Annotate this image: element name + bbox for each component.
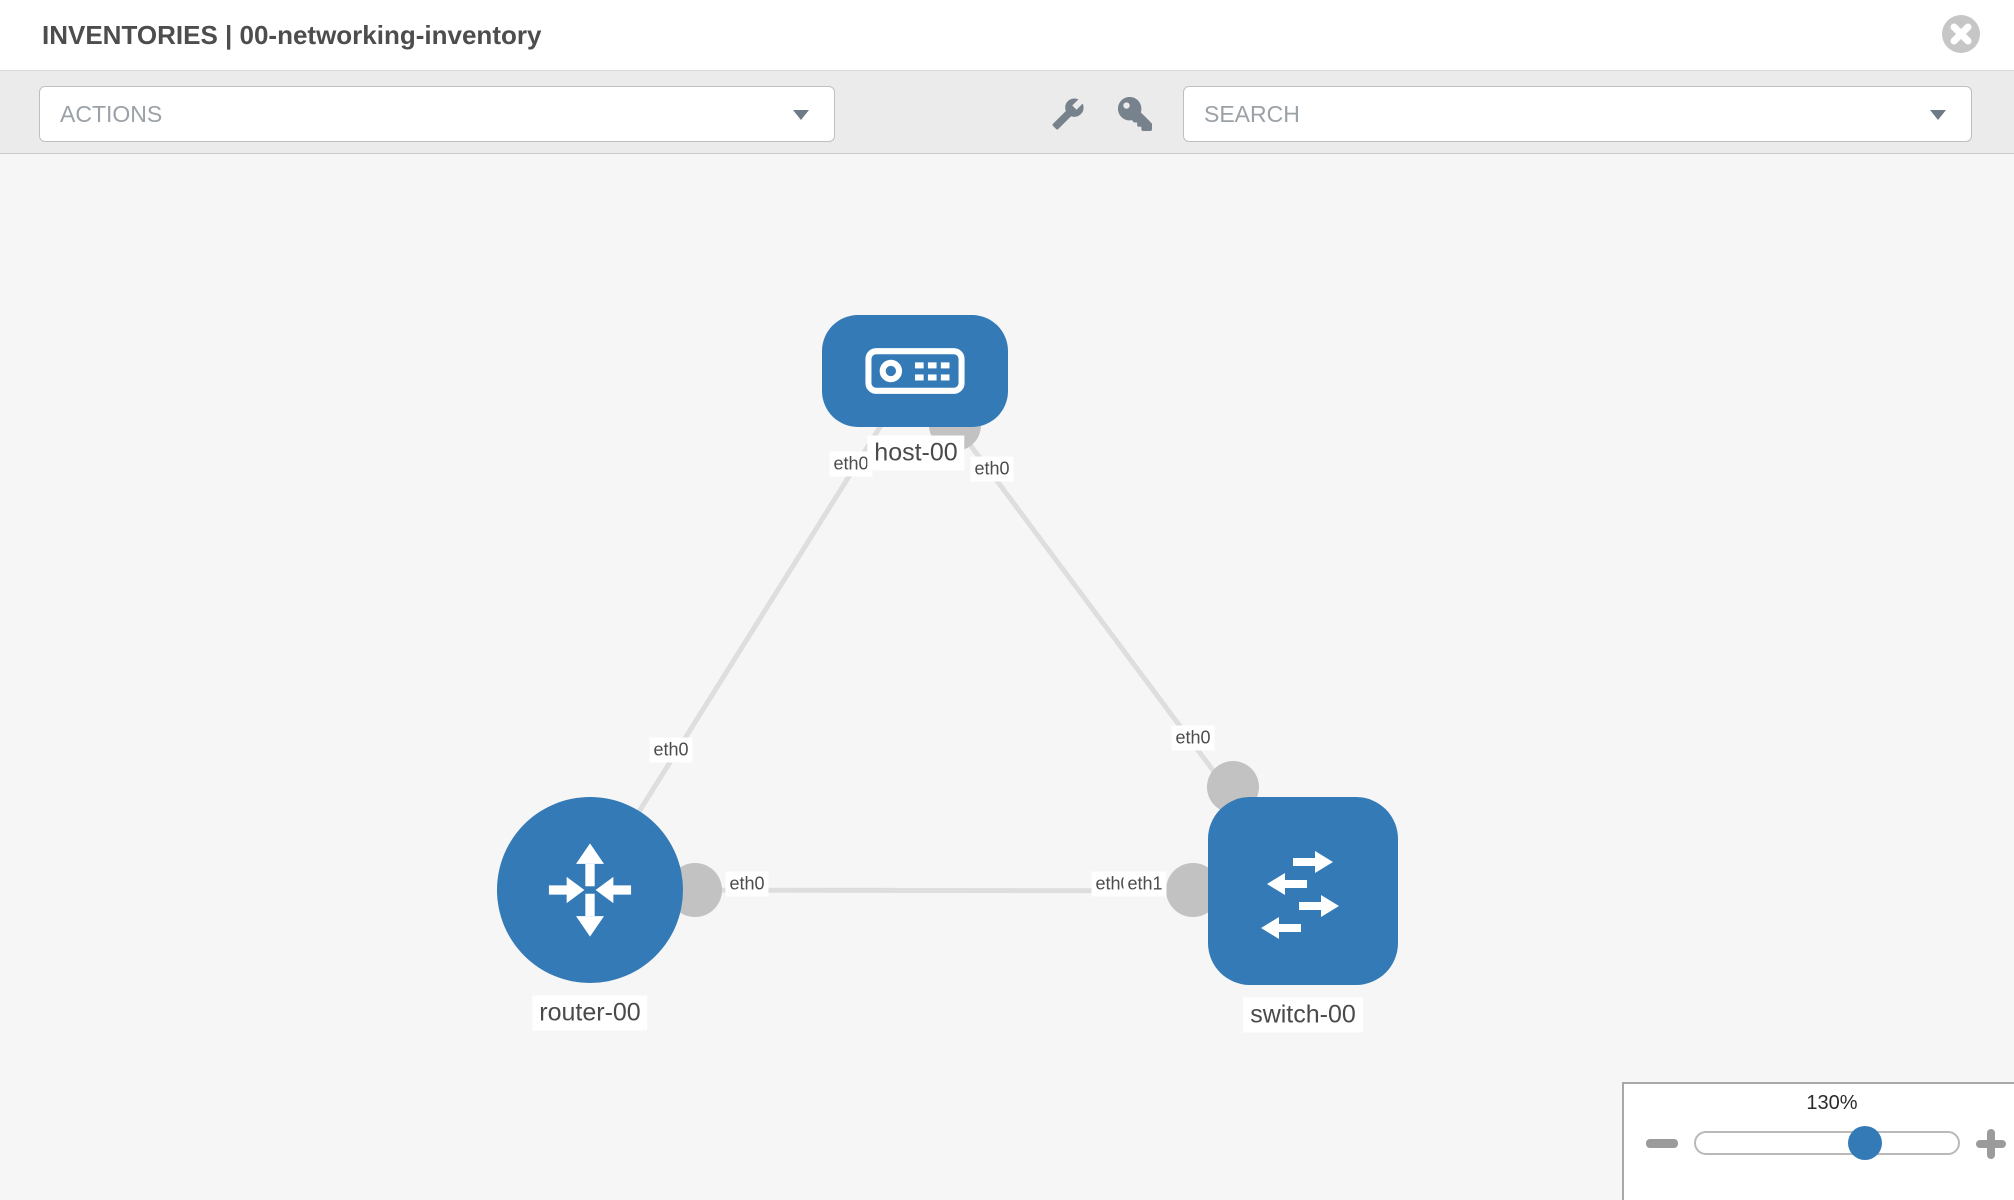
node-router-00[interactable] bbox=[497, 797, 683, 983]
wrench-icon bbox=[1052, 98, 1084, 130]
switch-icon bbox=[1261, 851, 1339, 939]
iface-label-host-to-switch: eth0 bbox=[970, 456, 1014, 482]
actions-dropdown-label: ACTIONS bbox=[60, 101, 163, 127]
host-icon bbox=[865, 348, 965, 394]
credentials-button[interactable] bbox=[1109, 86, 1161, 142]
zoom-slider[interactable] bbox=[1694, 1131, 1960, 1155]
chevron-down-icon bbox=[793, 110, 809, 120]
iface-label-router-to-switch: eth0 bbox=[725, 871, 769, 897]
zoom-in-button[interactable] bbox=[1976, 1129, 2006, 1159]
node-host-00[interactable] bbox=[822, 315, 1008, 427]
close-icon bbox=[1942, 15, 1980, 53]
iface-label-switch-to-router: eth1 bbox=[1123, 871, 1167, 897]
iface-label-router-to-host: eth0 bbox=[649, 737, 693, 763]
key-icon bbox=[1118, 97, 1152, 131]
actions-dropdown[interactable]: ACTIONS bbox=[39, 86, 835, 142]
configure-button[interactable] bbox=[1042, 86, 1094, 142]
toolbar: ACTIONS SEARCH bbox=[0, 71, 2014, 154]
iface-label-switch-to-host: eth0 bbox=[1171, 725, 1215, 751]
topology-canvas[interactable]: host-00 router-00 switch-00 eth0 eth0 et… bbox=[0, 154, 2014, 1200]
node-label-switch: switch-00 bbox=[1243, 997, 1363, 1033]
zoom-out-button[interactable] bbox=[1646, 1139, 1678, 1148]
node-label-host: host-00 bbox=[867, 435, 965, 471]
node-label-router: router-00 bbox=[532, 995, 648, 1031]
page-header: INVENTORIES | 00-networking-inventory bbox=[0, 0, 2014, 71]
zoom-slider-thumb[interactable] bbox=[1848, 1126, 1882, 1160]
close-button[interactable] bbox=[1941, 14, 1981, 54]
zoom-level-value: 130% bbox=[1806, 1092, 1858, 1114]
router-icon bbox=[548, 843, 632, 937]
node-switch-00[interactable] bbox=[1208, 797, 1398, 985]
search-dropdown[interactable]: SEARCH bbox=[1183, 86, 1972, 142]
chevron-down-icon bbox=[1930, 110, 1946, 120]
search-dropdown-label: SEARCH bbox=[1204, 101, 1300, 127]
iface-label-host-to-router: eth0 bbox=[829, 451, 873, 477]
zoom-panel: 130% bbox=[1622, 1082, 2014, 1200]
topology-links-layer bbox=[587, 369, 1306, 917]
page-title: INVENTORIES | 00-networking-inventory bbox=[42, 20, 542, 50]
interface-connector[interactable] bbox=[1166, 863, 1220, 917]
